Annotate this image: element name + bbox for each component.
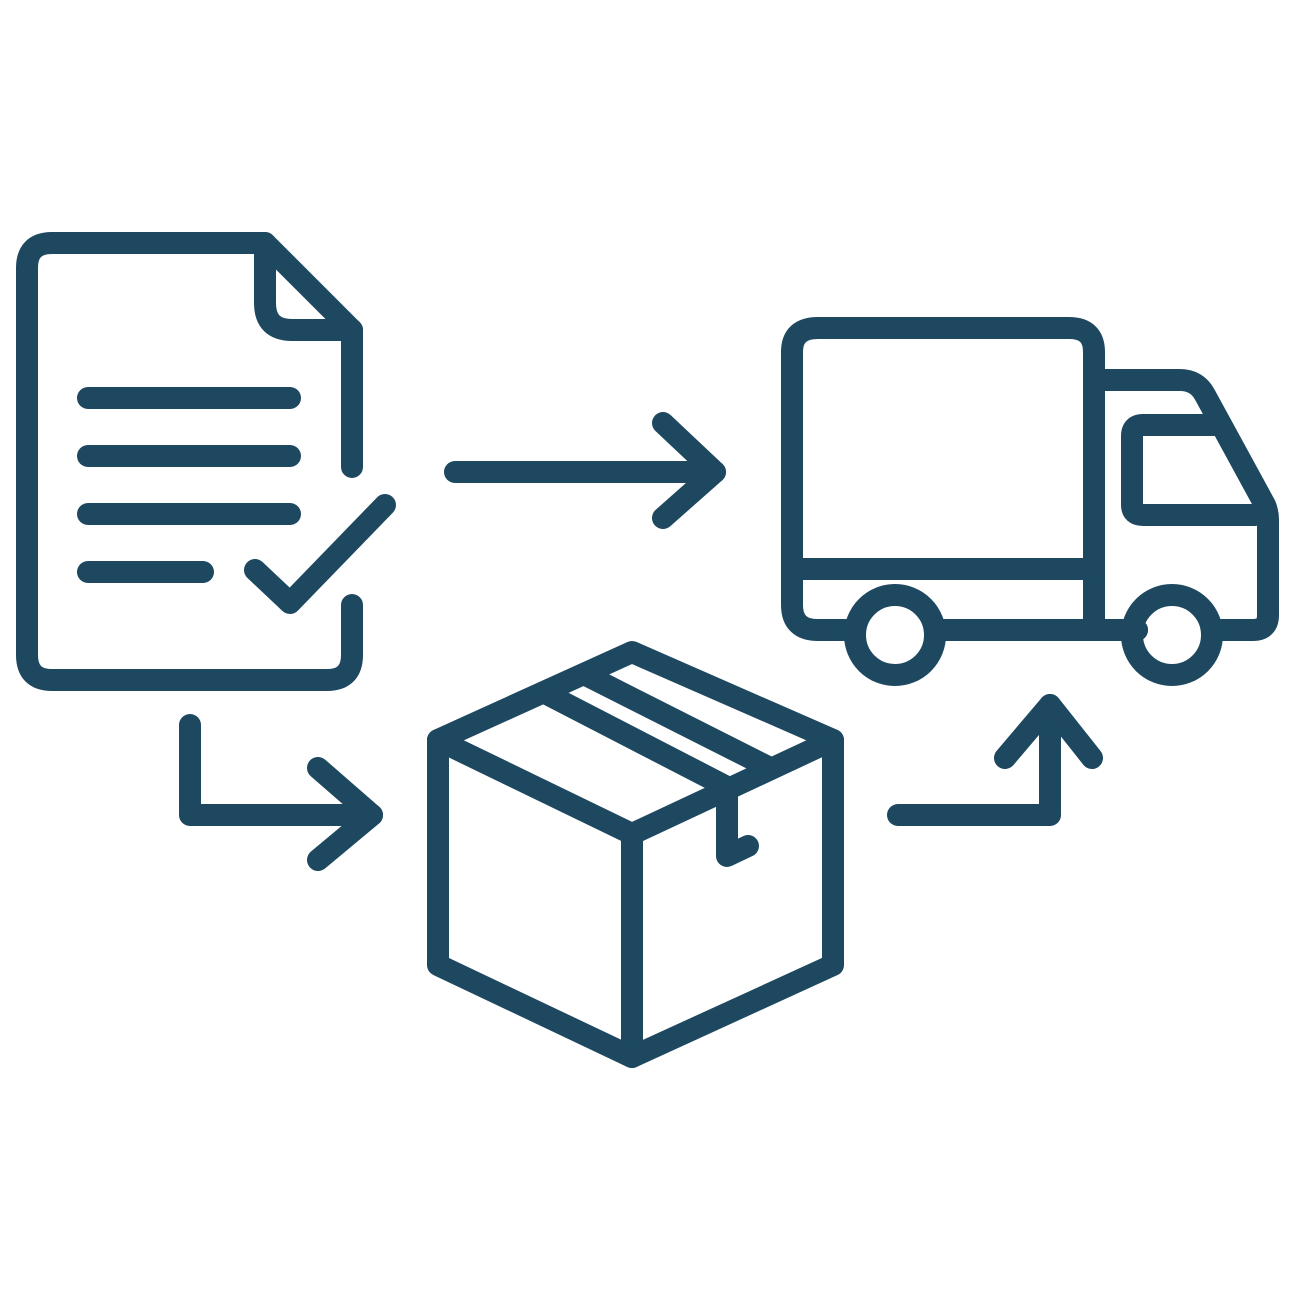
box-left-face: [427, 729, 643, 1068]
arrow-right-up-head: [994, 694, 1103, 769]
document-outline: [16, 232, 363, 691]
box-tape-flap: [716, 776, 759, 867]
document-fold: [254, 232, 363, 341]
arrow-down-right-head: [307, 757, 383, 871]
box-tape-left-edge: [534, 682, 738, 798]
arrow-down-right-shaft: [179, 714, 383, 826]
box-tape-right-edge: [575, 664, 781, 779]
arrow-down-right-icon: [179, 714, 383, 871]
arrow-right-icon: [444, 412, 726, 529]
arrow-right-up-shaft: [887, 694, 1061, 826]
truck-rear-wheel: [844, 584, 946, 686]
truck-window: [1121, 414, 1266, 526]
package-box-icon: [427, 641, 844, 1068]
truck-front-wheel: [1121, 584, 1223, 686]
delivery-truck-icon: [781, 317, 1279, 686]
truck-cab: [1083, 369, 1279, 641]
box-right-face: [621, 729, 844, 1068]
truck-cargo-body: [781, 317, 1148, 641]
arrow-right-head: [652, 412, 726, 529]
document-check-icon: [16, 232, 396, 691]
arrow-right-up-icon: [887, 694, 1103, 826]
checkmark-icon: [244, 494, 396, 614]
